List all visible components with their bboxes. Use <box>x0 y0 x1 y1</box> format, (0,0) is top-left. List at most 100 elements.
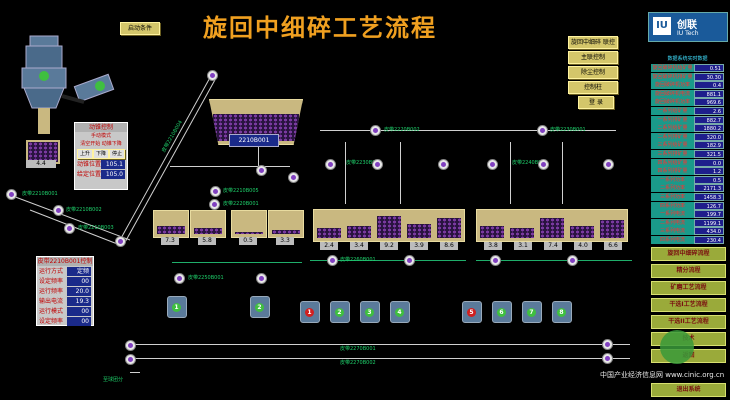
belt-motor-icon[interactable] <box>64 223 75 234</box>
data-row-value: 126.7 <box>694 201 724 210</box>
crusher-level-value: 4.4 <box>26 160 56 168</box>
data-row-label: 一系列电流 <box>651 210 694 219</box>
belt-motor-icon[interactable] <box>438 159 449 170</box>
nav-dry-sep-2[interactable]: 干选II工艺流程 <box>651 315 726 329</box>
crusher-number: 1 <box>172 303 181 312</box>
belt-motor-icon[interactable] <box>125 354 136 365</box>
belt-motor-icon[interactable] <box>602 339 613 350</box>
data-row-label: 四系列功率 <box>651 201 694 210</box>
bin-value: 8.6 <box>440 242 458 250</box>
belt-motor-icon[interactable] <box>6 189 17 200</box>
belt-motor-icon[interactable] <box>538 159 549 170</box>
belt-motor-icon[interactable] <box>209 199 220 210</box>
bin-value: 3.3 <box>276 237 294 245</box>
belt-motor-icon[interactable] <box>372 159 383 170</box>
data-row-label: 三系列电流 <box>651 227 694 236</box>
fan-control-button[interactable]: 控制柱 <box>568 81 618 94</box>
data-row-value: 30.30 <box>694 72 724 81</box>
row-value: 定频 <box>67 267 91 276</box>
watermark-text: 中国产业经济信息网 www.cinic.org.cn <box>600 371 725 379</box>
main-control-button[interactable]: 主联控制 <box>568 51 618 64</box>
belt-motor-icon[interactable] <box>404 255 415 266</box>
row-label: 运行模式 <box>39 308 64 315</box>
bin-value: 7.3 <box>161 237 179 245</box>
feeder-row: 运行方式定频 <box>39 267 91 276</box>
left-conveyors <box>9 73 217 246</box>
belt-motor-icon[interactable] <box>602 353 613 364</box>
belt-motor-icon[interactable] <box>125 340 136 351</box>
belt-motor-icon[interactable] <box>603 159 614 170</box>
lower-button[interactable]: 下降 <box>93 149 109 159</box>
cone-crusher[interactable]: 1 <box>167 296 187 318</box>
nav-dry-sep-1[interactable]: 干选I工艺流程 <box>651 298 726 312</box>
cone-crusher[interactable]: 2 <box>250 296 270 318</box>
gyratory-crusher[interactable] <box>10 32 120 142</box>
row-value: 00 <box>67 307 91 316</box>
belt-motor-icon[interactable] <box>207 70 218 81</box>
panel-header: 动锥控制 <box>75 123 127 132</box>
dust-control-button[interactable]: 除尘控制 <box>568 66 618 79</box>
belt-motor-icon[interactable] <box>567 255 578 266</box>
bin-value: 3.4 <box>350 242 368 250</box>
data-row-value: 882.7 <box>694 115 724 124</box>
cone-crusher[interactable]: 6 <box>492 301 512 323</box>
data-row-label: 一系列给矿量 <box>651 107 694 115</box>
cone-crusher[interactable]: 1 <box>300 301 320 323</box>
belt-motor-icon[interactable] <box>210 186 221 197</box>
belt-motor-icon[interactable] <box>174 273 185 284</box>
belt-motor-icon[interactable] <box>256 165 267 176</box>
belt-label: 皮带2270B001 <box>340 346 376 352</box>
data-row-label: 旋回破碎机排矿量 <box>651 72 694 81</box>
nav-fine-process[interactable]: 精分流程 <box>651 264 726 278</box>
nav-exit[interactable]: 退出系统 <box>651 383 726 397</box>
data-row-value: 182.9 <box>694 141 724 150</box>
crusher-number: 4 <box>395 308 404 317</box>
cone-crusher[interactable]: 7 <box>522 301 542 323</box>
start-conditions-button[interactable]: 启动条件 <box>120 22 160 35</box>
belt-motor-icon[interactable] <box>487 159 498 170</box>
nav-gyratory-process[interactable]: 旋回中细碎流程 <box>651 247 726 261</box>
cone-crusher[interactable]: 2 <box>330 301 350 323</box>
belt-motor-icon[interactable] <box>288 172 299 183</box>
raise-button[interactable]: 上升 <box>77 149 93 159</box>
cone-crusher[interactable]: 5 <box>462 301 482 323</box>
belt-motor-icon[interactable] <box>256 273 267 284</box>
panel-header: 皮带2210B001控制 <box>37 257 93 266</box>
process-control-button[interactable]: 旋回中细碎 联控 <box>568 36 618 49</box>
row-value: 00 <box>67 277 91 286</box>
data-row-value: 1880.2 <box>694 124 724 133</box>
data-row-label: 一系列排矿量 <box>651 115 694 124</box>
cone-crusher[interactable]: 8 <box>552 301 572 323</box>
belt-motor-icon[interactable] <box>327 255 338 266</box>
belt-motor-icon[interactable] <box>490 255 501 266</box>
crusher-number: 2 <box>335 308 344 317</box>
belt-motor-icon[interactable] <box>115 236 126 247</box>
crusher-number: 1 <box>305 308 314 317</box>
nav-grinding-process[interactable]: 矿磨工艺流程 <box>651 281 726 295</box>
bin-value: 5.8 <box>198 237 216 245</box>
data-row-label: 一系列功率 <box>651 175 694 184</box>
bin-value: 3.9 <box>410 242 428 250</box>
data-row-label: 四系列排矿量 <box>651 167 694 176</box>
cone-crusher[interactable]: 4 <box>390 301 410 323</box>
belt-motor-icon[interactable] <box>370 125 381 136</box>
cone-crusher[interactable]: 3 <box>360 301 380 323</box>
belt-motor-icon[interactable] <box>325 159 336 170</box>
belt-label: 皮带2210B001 <box>22 191 58 197</box>
belt-motor-icon[interactable] <box>537 125 548 136</box>
belt-motor-icon[interactable] <box>53 205 64 216</box>
stop-button[interactable]: 停止 <box>109 149 125 159</box>
login-button[interactable]: 登 录 <box>578 96 614 109</box>
belt-label: 皮带2270B002 <box>340 360 376 366</box>
